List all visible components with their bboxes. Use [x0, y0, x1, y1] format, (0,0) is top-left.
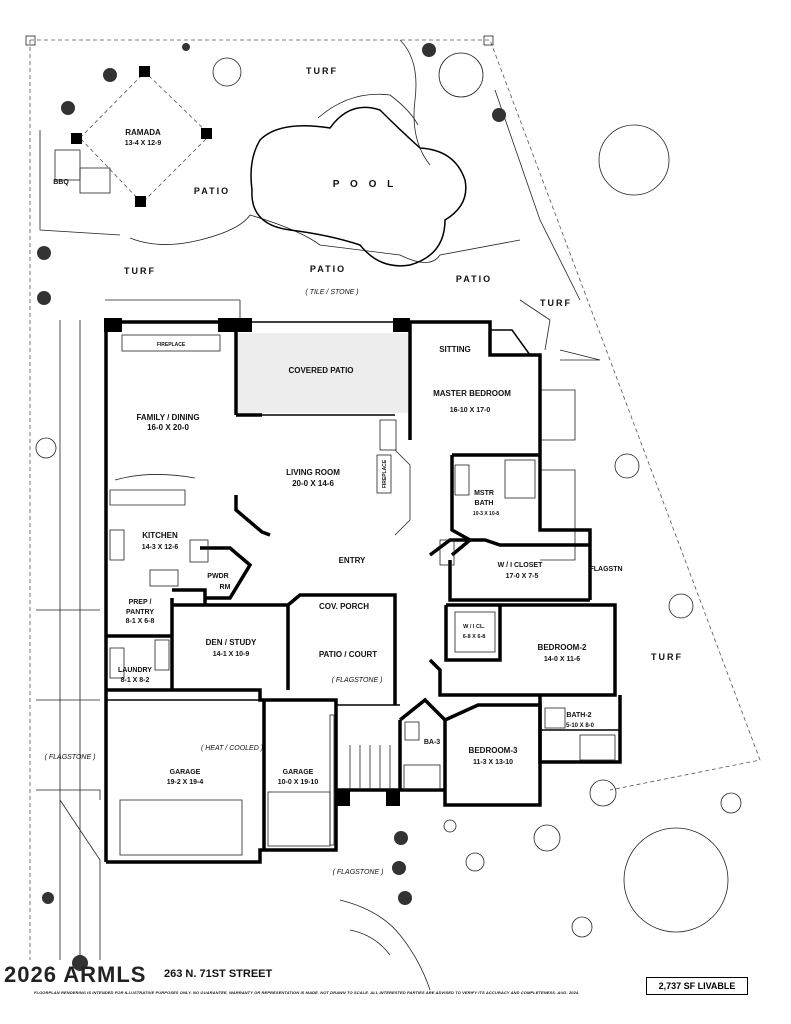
turf-right-upper-label: TURF	[540, 298, 572, 308]
covered-patio-label: COVERED PATIO	[288, 366, 353, 375]
kitchen-label: KITCHEN	[142, 531, 178, 540]
pantry-label: PANTRY	[126, 609, 154, 616]
watermark: 2026 ARMLS	[4, 962, 147, 987]
master-bedroom-label: MASTER BEDROOM	[433, 389, 511, 398]
living-room-size: 20-0 X 14-6	[292, 479, 334, 488]
front-steps	[339, 745, 431, 991]
disclaimer-text: FLOORPLAN RENDERING IS INTENDED FOR ILLU…	[34, 990, 580, 995]
master-bedroom-size: 16-10 X 17-0	[450, 407, 491, 414]
den-study-size: 14-1 X 10-9	[213, 651, 250, 658]
living-room-label: LIVING ROOM	[286, 468, 340, 477]
ramada-label: RAMADA	[125, 128, 161, 137]
wi-closet-label: W / I CLOSET	[498, 562, 543, 569]
ramada-structure	[54, 66, 212, 207]
garage1-size: 19-2 X 19-4	[167, 779, 204, 786]
bedroom2-size: 14-0 X 11-6	[544, 656, 580, 663]
flagstone-left-label: ( FLAGSTONE )	[45, 754, 96, 761]
livable-area-box: 2,737 SF LIVABLE	[646, 977, 748, 995]
wi-cl-size: 6-8 X 6-8	[463, 634, 486, 640]
patio-center-label: PATIO	[310, 264, 346, 274]
garage2-size: 10-0 X 19-10	[278, 779, 319, 786]
cov-porch-label: COV. PORCH	[319, 602, 369, 611]
wi-closet-size: 17-0 X 7-5	[506, 573, 539, 580]
bedroom2-label: BEDROOM-2	[538, 643, 587, 652]
fireplace-family-label: FIREPLACE	[157, 342, 186, 348]
mstr-bath-label-2: BATH	[475, 500, 494, 507]
lot-boundary	[25, 35, 761, 960]
pwdr-label-2: RM	[220, 584, 231, 591]
den-study-label: DEN / STUDY	[206, 638, 257, 647]
family-dining-size: 16-0 X 20-0	[147, 423, 189, 432]
fireplace-living-label: FIREPLACE	[382, 459, 388, 488]
turf-right-lower-label: TURF	[651, 652, 683, 662]
mstr-bath-label: MSTR	[474, 490, 494, 497]
family-dining-label: FAMILY / DINING	[136, 413, 199, 422]
interior-fixtures	[109, 334, 616, 856]
hardscape-outline	[36, 39, 601, 960]
entry-label: ENTRY	[339, 556, 366, 565]
bedroom3-label: BEDROOM-3	[469, 746, 518, 755]
wi-cl-label: W / I CL.	[463, 624, 485, 630]
tile-stone-label: ( TILE / STONE )	[305, 289, 358, 296]
property-address: 263 N. 71ST STREET	[164, 968, 273, 980]
garage2-label: GARAGE	[283, 769, 314, 776]
patio-left-label: PATIO	[194, 186, 230, 196]
pool-outline	[250, 106, 467, 267]
covered-patio-fill	[238, 333, 408, 413]
house-walls	[104, 318, 622, 864]
kitchen-size: 14-3 X 12-6	[142, 544, 179, 551]
bbq-label: BBQ	[53, 179, 69, 186]
patio-right-label: PATIO	[456, 274, 492, 284]
bedroom3-size: 11-3 X 13-10	[473, 759, 513, 766]
bath2-size: 5-10 X 8-0	[566, 723, 595, 729]
landscape-plants	[35, 43, 742, 971]
laundry-label: LAUNDRY	[118, 667, 152, 674]
bath2-label: BATH-2	[566, 712, 591, 719]
garage1-label: GARAGE	[170, 769, 201, 776]
flagstone-court-label: ( FLAGSTONE )	[332, 677, 383, 684]
turf-top-label: TURF	[306, 66, 338, 76]
prep-label: PREP /	[129, 599, 152, 606]
ramada-size: 13-4 X 12-9	[125, 140, 162, 147]
ba3-label: BA-3	[424, 739, 440, 746]
flagstone-front-label: ( FLAGSTONE )	[333, 869, 384, 876]
pool-label: P O O L	[333, 179, 398, 190]
laundry-size: 8-1 X 8-2	[121, 677, 150, 684]
turf-left-label: TURF	[124, 266, 156, 276]
pwdr-label: PWDR	[207, 573, 228, 580]
heat-cooled-label: ( HEAT / COOLED )	[201, 745, 263, 752]
patio-court-label: PATIO / COURT	[319, 650, 377, 659]
mstr-bath-size: 10-3 X 10-8	[473, 511, 499, 517]
sitting-label: SITTING	[439, 345, 471, 354]
prep-size: 8-1 X 6-8	[126, 618, 155, 625]
outdoor-labels: TURF RAMADA 13-4 X 12-9 BBQ PATIO P O O …	[45, 66, 683, 876]
room-labels: FIREPLACE FAMILY / DINING 16-0 X 20-0 CO…	[118, 342, 595, 786]
flagstn-label: FLAGSTN	[589, 566, 622, 573]
